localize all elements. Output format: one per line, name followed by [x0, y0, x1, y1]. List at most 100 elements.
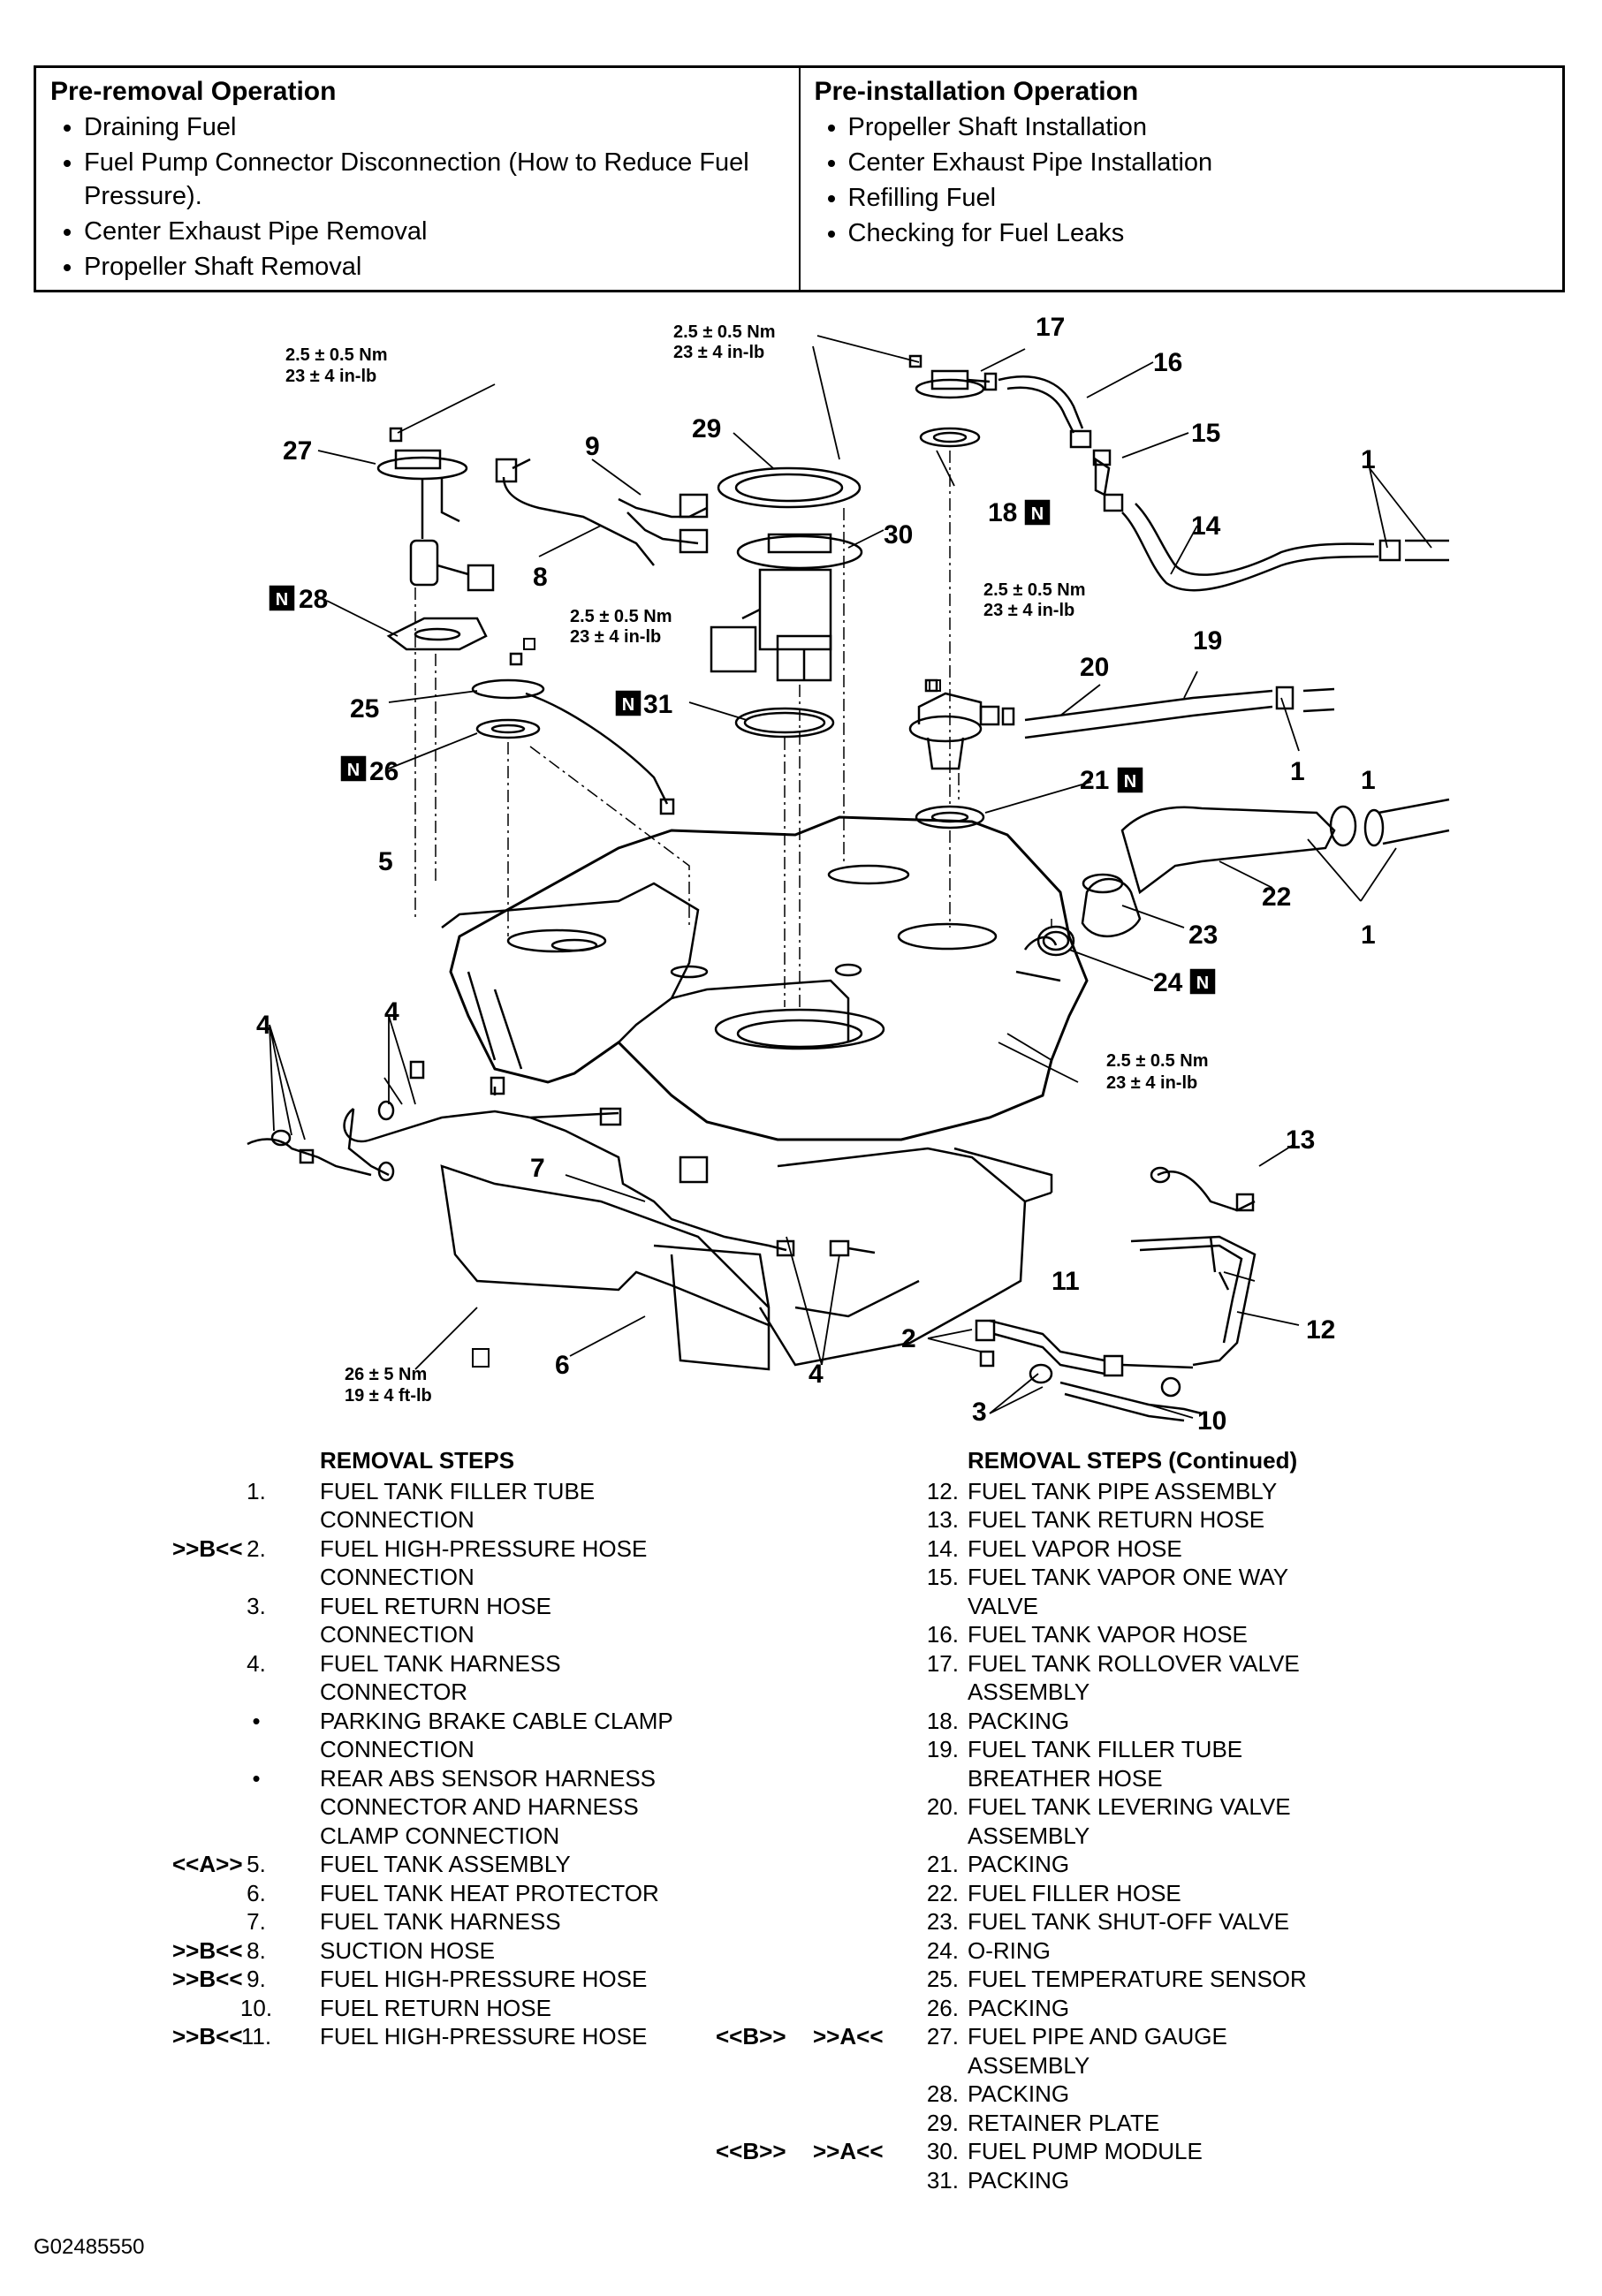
removal-step: 21.PACKING — [716, 1850, 1352, 1879]
torque-27-inlb: 23 ± 4 in-lb — [285, 367, 376, 386]
torque-27-nm: 2.5 ± 0.5 Nm — [285, 345, 387, 365]
step-number: • — [252, 1764, 261, 1792]
step-text: O-RING — [968, 1936, 1051, 1964]
levering-valve-shape — [908, 678, 1335, 770]
torque-tank-inlb: 23 ± 4 in-lb — [1106, 1073, 1197, 1093]
step-text: REAR ABS SENSOR HARNESS — [320, 1764, 656, 1792]
torque-top-nm: 2.5 ± 0.5 Nm — [673, 322, 775, 342]
rollover-valve-shape — [908, 354, 998, 448]
callout-4a: 4 — [384, 997, 399, 1027]
callout-1c: 1 — [1361, 766, 1376, 795]
pre-installation-column: Pre-installation Operation Propeller Sha… — [801, 68, 1563, 290]
alignment-guide-lines — [414, 451, 1052, 1007]
step-text: FUEL TANK LEVERING VALVE — [968, 1793, 1291, 1820]
step-number: 14. — [926, 1534, 959, 1562]
retainer-plate-shape — [717, 466, 862, 509]
removal-step: 25.FUEL TEMPERATURE SENSOR — [716, 1965, 1352, 1994]
removal-step: 13.FUEL TANK RETURN HOSE — [716, 1505, 1352, 1534]
callout-13: 13 — [1286, 1125, 1315, 1155]
torque-25-inlb: 23 ± 4 in-lb — [570, 627, 661, 647]
torque-6-ftlb: 19 ± 4 ft-lb — [345, 1386, 432, 1406]
fastener-marks — [472, 638, 941, 1368]
pre-removal-title: Pre-removal Operation — [50, 77, 337, 106]
step-number: 16. — [926, 1621, 959, 1648]
removal-step: 12.FUEL TANK PIPE ASSEMBLY — [716, 1477, 1352, 1506]
new-part-mark-31: N — [615, 690, 642, 716]
torque-tank-nm: 2.5 ± 0.5 Nm — [1106, 1051, 1208, 1071]
callout-30: 30 — [884, 520, 913, 549]
removal-step: <<A>>5.FUEL TANK ASSEMBLY — [172, 1850, 720, 1879]
removal-step: >>B<<9. FUEL HIGH-PRESSURE HOSE — [172, 1965, 720, 1994]
step-marker: <<B>> — [716, 2023, 786, 2050]
step-text: VALVE — [968, 1592, 1038, 1619]
removal-step: 6.FUEL TANK HEAT PROTECTOR — [172, 1879, 720, 1908]
torque-20-inlb: 23 ± 4 in-lb — [983, 601, 1074, 620]
fuel-pump-module-shape — [710, 533, 863, 682]
step-number: 31. — [926, 2166, 959, 2194]
removal-step: >>B<<8.SUCTION HOSE — [172, 1936, 720, 1966]
svg-text:N: N — [347, 761, 360, 780]
callout-6: 6 — [555, 1351, 570, 1380]
step-text: FUEL TANK VAPOR ONE WAY — [968, 1564, 1289, 1590]
step-text: ASSEMBLY — [968, 2051, 1090, 2079]
step-number: 24. — [926, 1936, 959, 1964]
callout-7: 7 — [530, 1154, 545, 1183]
new-part-mark-24: N — [1189, 968, 1216, 995]
step-text: FUEL TANK FILLER TUBE — [320, 1477, 596, 1504]
step-text: PACKING — [968, 1707, 1070, 1734]
new-part-mark-26: N — [340, 755, 367, 782]
step-text: PARKING BRAKE CABLE CLAMP — [320, 1707, 673, 1734]
callout-17: 17 — [1036, 313, 1065, 342]
svg-text:N: N — [622, 695, 634, 715]
torque-25-nm: 2.5 ± 0.5 Nm — [570, 607, 672, 626]
step-number: 23. — [926, 1908, 959, 1935]
new-part-mark-18: N — [1024, 499, 1051, 526]
torque-labels: 2.5 ± 0.5 Nm 23 ± 4 in-lb 2.5 ± 0.5 Nm 2… — [285, 322, 1208, 1406]
pre-installation-title: Pre-installation Operation — [814, 77, 1139, 106]
step-text: PACKING — [968, 1994, 1070, 2021]
svg-text:N: N — [1196, 974, 1209, 993]
callout-19: 19 — [1193, 626, 1222, 655]
new-part-markers: N N N N N N — [269, 499, 1216, 995]
step-number: 12. — [926, 1477, 959, 1504]
step-number: 20. — [926, 1793, 959, 1820]
step-marker: >>B<< — [172, 1936, 243, 1964]
temp-sensor-shape — [471, 652, 675, 815]
fuel-tank-harness-shape — [343, 1060, 876, 1257]
pre-removal-column: Pre-removal Operation Draining Fuel Fuel… — [36, 68, 801, 290]
callout-1d: 1 — [1361, 921, 1376, 950]
filler-hose-shape — [1036, 798, 1450, 957]
callout-10: 10 — [1197, 1406, 1226, 1431]
callout-29: 29 — [692, 414, 721, 443]
pre-removal-item: Propeller Shaft Removal — [84, 250, 785, 284]
removal-step: 23. FUEL TANK SHUT-OFF VALVE — [716, 1907, 1352, 1936]
svg-text:N: N — [1031, 504, 1044, 524]
step-marker: >>A<< — [813, 2023, 884, 2050]
removal-steps-right: REMOVAL STEPS (Continued) 12.FUEL TANK P… — [716, 1446, 1352, 2194]
step-text: FUEL TANK HARNESS — [320, 1908, 561, 1935]
step-text: FUEL HIGH-PRESSURE HOSE — [320, 2023, 648, 2050]
removal-step: 28.PACKING — [716, 2080, 1352, 2109]
step-text: FUEL HIGH-PRESSURE HOSE — [320, 1534, 648, 1562]
torque-top-inlb: 23 ± 4 in-lb — [673, 343, 764, 362]
removal-step: 26.PACKING — [716, 1994, 1352, 2023]
callout-25: 25 — [350, 694, 379, 724]
step-text: ASSEMBLY — [968, 1822, 1090, 1849]
step-number: 7. — [247, 1908, 266, 1935]
step-text: FUEL HIGH-PRESSURE HOSE — [320, 1966, 648, 1992]
step-text: FUEL VAPOR HOSE — [968, 1534, 1182, 1562]
step-text: CONNECTION — [320, 1506, 475, 1533]
step-text: FUEL TANK SHUT-OFF VALVE — [968, 1908, 1290, 1935]
step-number: 18. — [926, 1707, 959, 1734]
step-number: 9. — [247, 1966, 266, 1992]
removal-steps-continued-title: REMOVAL STEPS (Continued) — [968, 1447, 1298, 1474]
removal-step: 7. FUEL TANK HARNESS — [172, 1907, 720, 1936]
svg-text:N: N — [1124, 772, 1136, 792]
step-marker: >>B<< — [172, 1966, 243, 1992]
abs-sensor-harness-shape — [247, 1129, 372, 1177]
